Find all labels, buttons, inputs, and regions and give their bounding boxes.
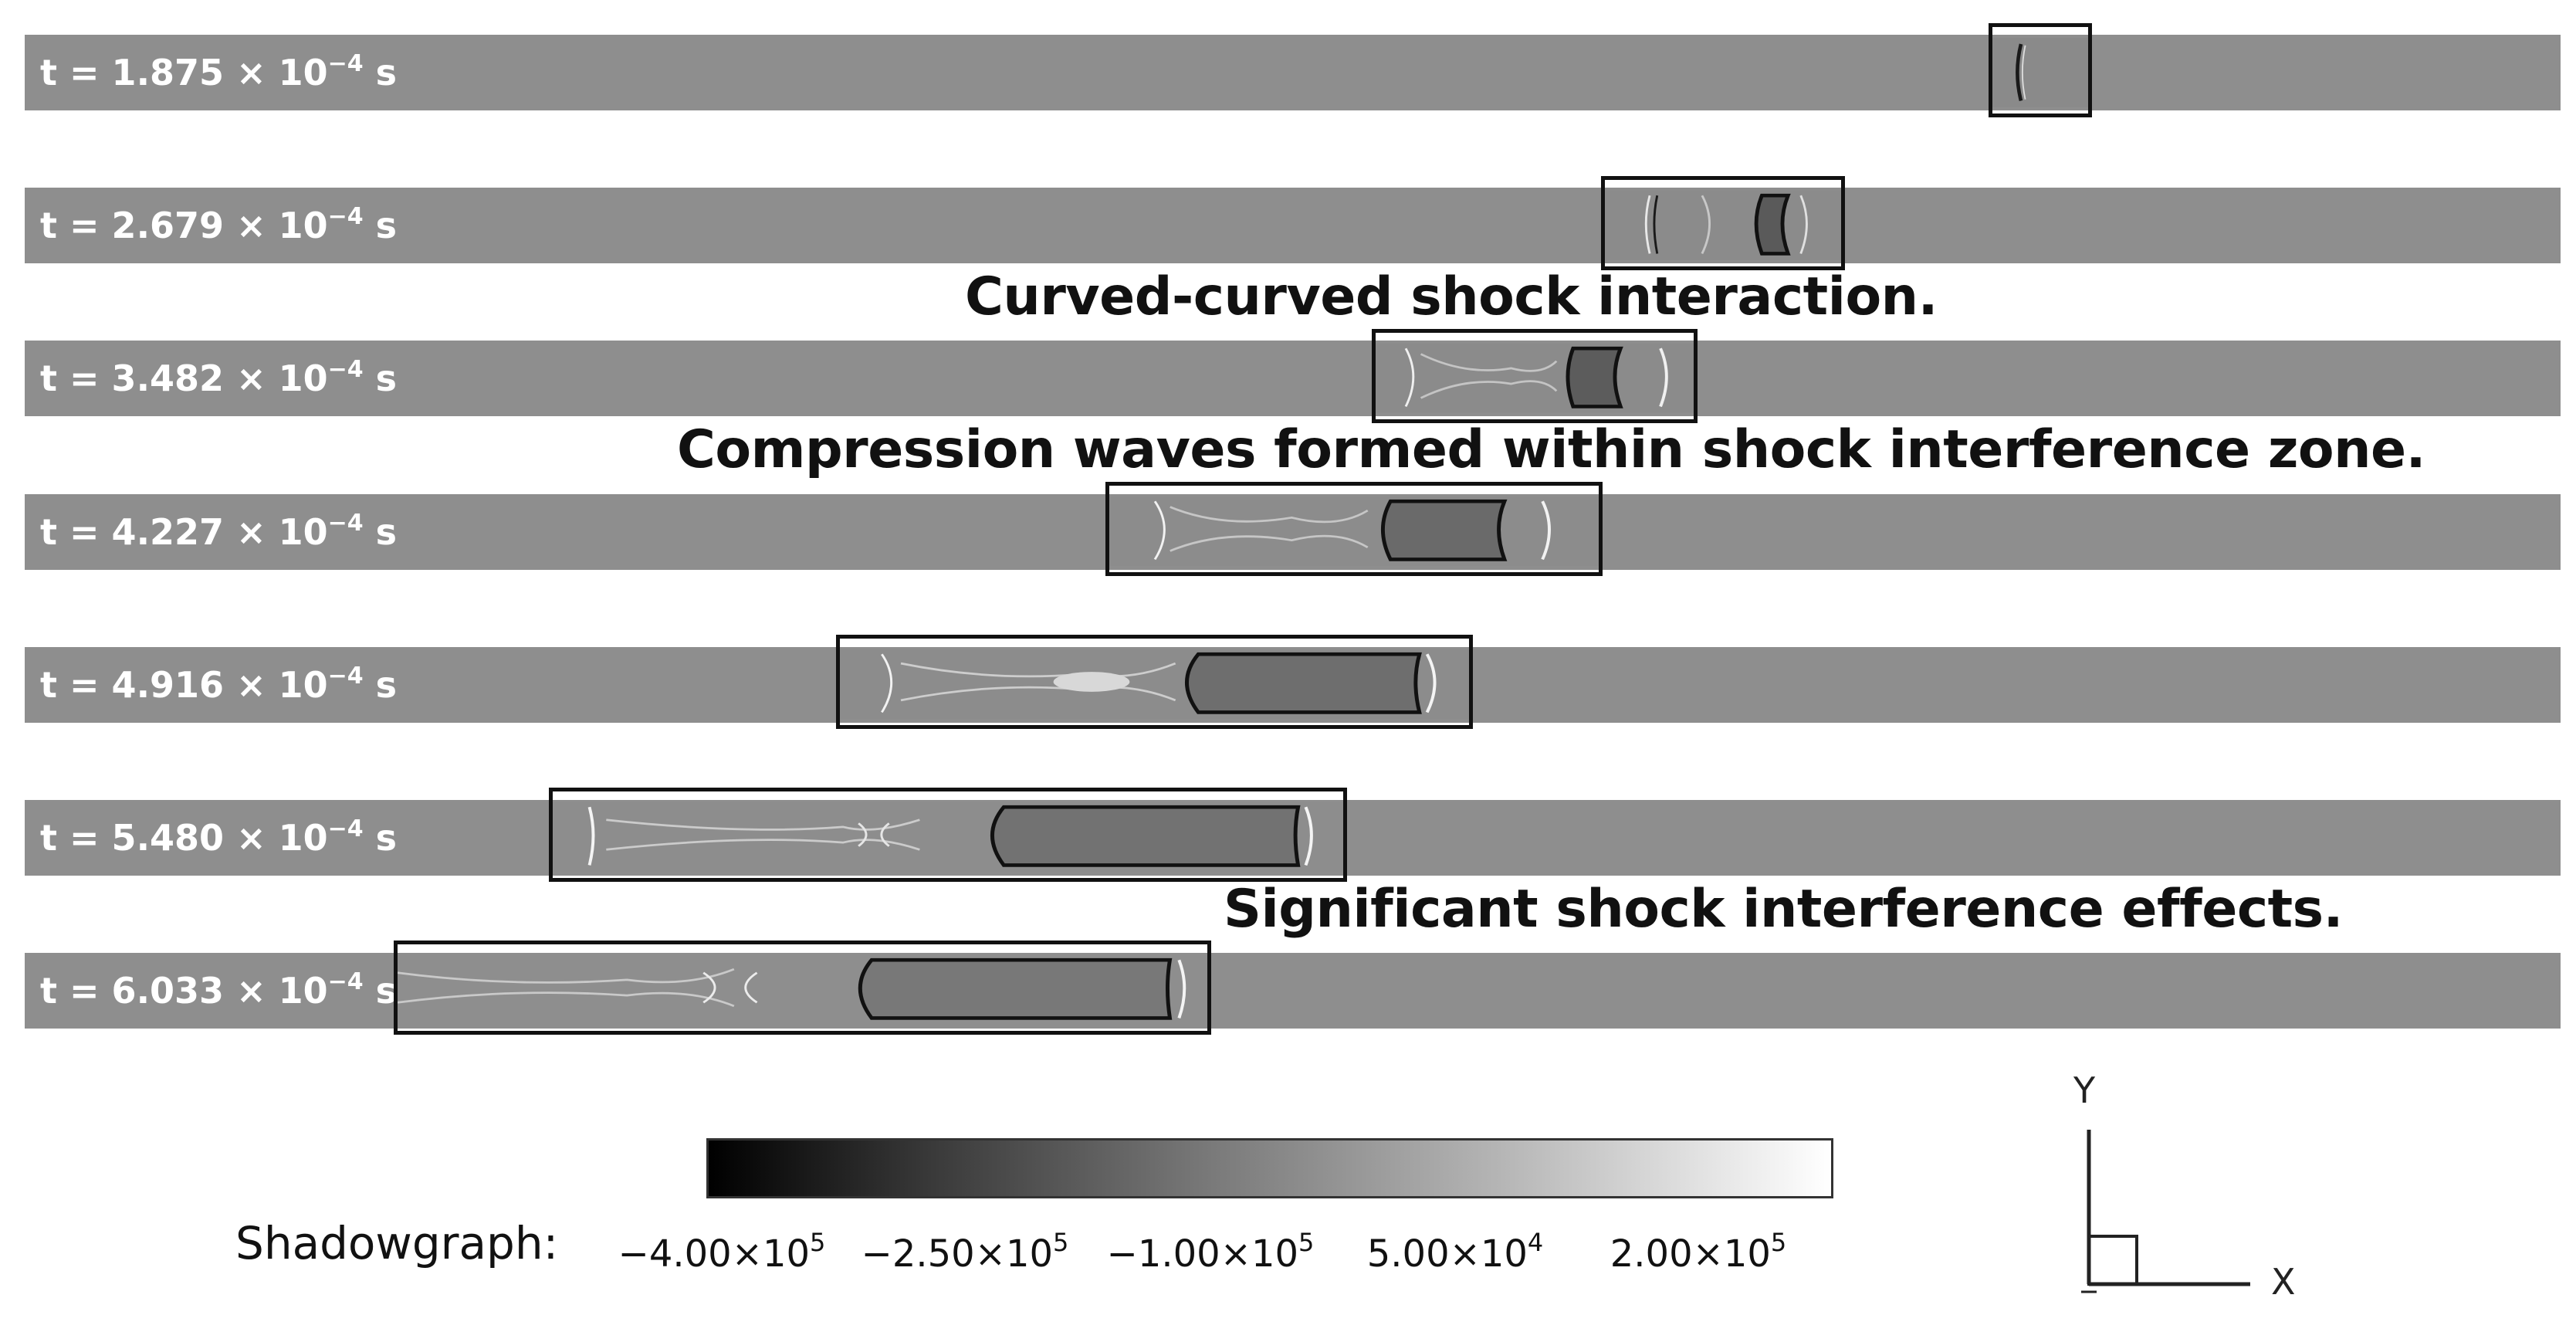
axis-label-y: Y [2073, 1069, 2096, 1111]
time-label-2: t = 2.679 × 10−4 s [40, 203, 398, 246]
colorbar-label: Shadowgraph: [235, 1217, 559, 1269]
annotation-compression-waves: Compression waves formed within shock in… [677, 419, 2425, 480]
colorbar-tick-4: 5.00×104 [1366, 1228, 1544, 1276]
time-label-5: t = 4.916 × 10−4 s [40, 663, 398, 706]
axes-icon [2081, 1130, 2250, 1293]
interaction-box-5 [836, 635, 1473, 729]
time-label-7: t = 6.033 × 10−4 s [40, 968, 398, 1012]
strip-3: t = 3.482 × 10−4 s [25, 341, 2561, 416]
colorbar-tick-3: −1.00×105 [1106, 1228, 1315, 1276]
time-label-6: t = 5.480 × 10−4 s [40, 815, 398, 859]
interaction-box-3 [1372, 329, 1698, 423]
interaction-box-6 [549, 788, 1347, 882]
interaction-box-2 [1601, 176, 1845, 270]
shadowgraph-colorbar [706, 1138, 1833, 1198]
strip-2: t = 2.679 × 10−4 s [25, 188, 2561, 263]
colorbar-tick-5: 2.00×105 [1610, 1228, 1787, 1276]
time-label-4: t = 4.227 × 10−4 s [40, 510, 398, 553]
axis-label-x: X [2271, 1261, 2296, 1303]
colorbar-tick-2: −2.50×105 [861, 1228, 1069, 1276]
interaction-box-4 [1105, 482, 1603, 576]
interaction-box-7 [394, 941, 1211, 1035]
annotation-interference-effects: Significant shock interference effects. [1224, 879, 2343, 940]
annotation-curved-interaction: Curved-curved shock interaction. [965, 266, 1938, 327]
time-label-3: t = 3.482 × 10−4 s [40, 356, 398, 399]
colorbar-tick-1: −4.00×105 [618, 1228, 826, 1276]
strip-1: t = 1.875 × 10−4 s [25, 35, 2561, 110]
axes-triad: Y X [2038, 1069, 2316, 1303]
time-label-1: t = 1.875 × 10−4 s [40, 50, 398, 93]
interaction-box-1 [1989, 23, 2092, 117]
